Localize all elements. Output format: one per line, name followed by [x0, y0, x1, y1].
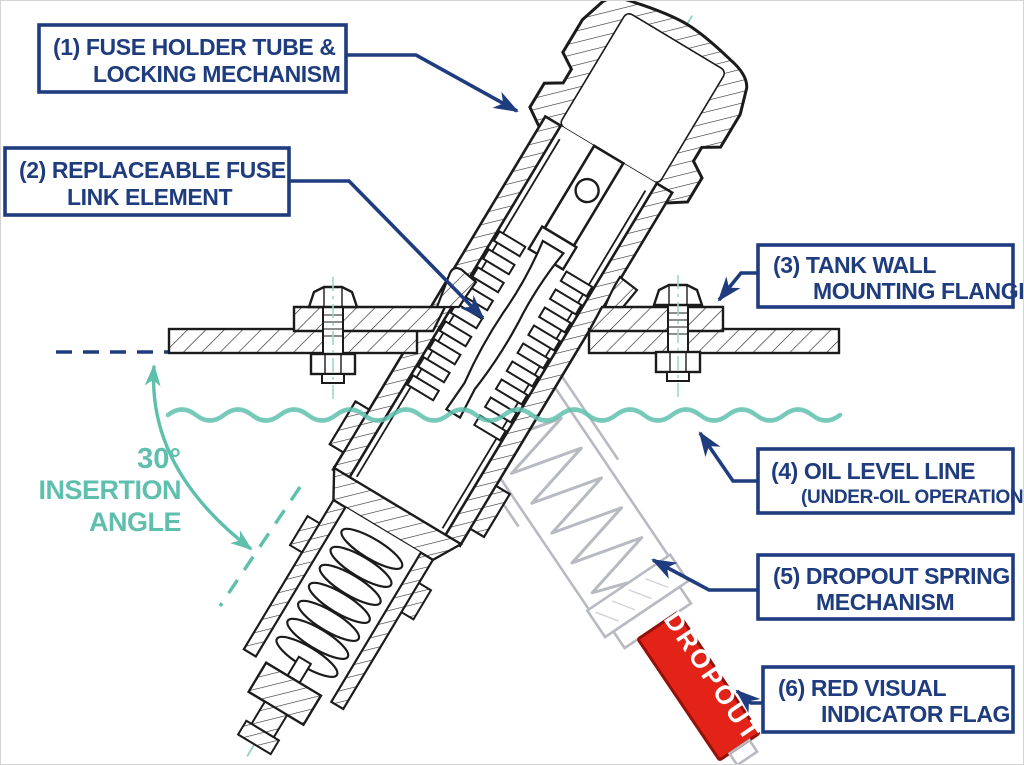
ghost-extended-spring — [489, 410, 644, 595]
tube-axis-dashed-extension — [218, 486, 302, 607]
callout-5-line-2: MECHANISM — [816, 589, 954, 615]
leader-arrow-6 — [735, 689, 763, 713]
ghost-tip — [727, 738, 759, 764]
tank-wall-right — [587, 327, 841, 355]
flange-plate-right — [586, 305, 725, 333]
callout-3-line-2: MOUNTING FLANGE — [813, 278, 1024, 304]
flange-plate-left — [292, 305, 447, 333]
callout-6-line-2: INDICATOR FLAG — [821, 701, 1010, 727]
insertion-angle-label-2: ANGLE — [89, 507, 181, 537]
callout-2-line-1: (2) REPLACEABLE FUSE — [19, 157, 286, 183]
callout-5-line-1: (5) DROPOUT SPRING — [773, 563, 1010, 589]
insertion-angle-value: 30° — [137, 443, 181, 475]
collar-tab-right — [468, 484, 512, 539]
callout-box-6: (6) RED VISUAL INDICATOR FLAG — [761, 665, 1015, 734]
callout-4-line-1: (4) OIL LEVEL LINE — [771, 458, 975, 484]
callout-box-2: (2) REPLACEABLE FUSE LINK ELEMENT — [3, 146, 291, 217]
callout-4-line-2: (UNDER-OIL OPERATION) — [801, 487, 1024, 508]
callout-box-5: (5) DROPOUT SPRING MECHANISM — [756, 553, 1015, 621]
callout-2-line-2: LINK ELEMENT — [67, 184, 232, 210]
insertion-angle-label-1: INSERTION — [38, 475, 181, 505]
tank-wall-left — [167, 327, 419, 355]
callout-3-line-1: (3) TANK WALL — [773, 252, 936, 278]
callout-6-line-1: (6) RED VISUAL — [778, 675, 947, 701]
housing-boss-right — [400, 581, 433, 621]
callout-1-line-2: LOCKING MECHANISM — [93, 61, 340, 87]
bottom-tip-contact — [236, 719, 281, 756]
leader-arrow-3 — [717, 271, 759, 302]
spring-housing-wall-left — [242, 498, 347, 659]
fuse-holder-tube-assembly — [236, 1, 749, 762]
callout-1-line-1: (1) FUSE HOLDER TUBE & — [53, 34, 336, 60]
leader-arrow-5 — [651, 558, 759, 592]
leader-arrow-4 — [698, 431, 759, 483]
housing-boss-left — [288, 514, 321, 554]
spring-housing-wall-right — [329, 551, 435, 711]
insertion-angle-arc — [144, 364, 253, 551]
latch-pivot-hole — [574, 177, 600, 204]
callout-box-4: (4) OIL LEVEL LINE (UNDER-OIL OPERATION) — [756, 447, 1024, 515]
callout-box-1: (1) FUSE HOLDER TUBE & LOCKING MECHANISM — [37, 23, 348, 94]
leader-arrow-2 — [289, 179, 485, 320]
leader-arrow-1 — [346, 53, 519, 113]
fusible-link-strip — [444, 239, 566, 420]
flange-gusset-right — [603, 275, 639, 309]
callout-box-3: (3) TANK WALL MOUNTING FLANGE — [756, 243, 1024, 309]
ghost-hatch-ticks — [595, 577, 669, 622]
oil-level-line — [165, 407, 843, 423]
dropout-spring — [275, 527, 404, 678]
ghost-dropout-assembly: DROPOUT — [440, 343, 767, 764]
